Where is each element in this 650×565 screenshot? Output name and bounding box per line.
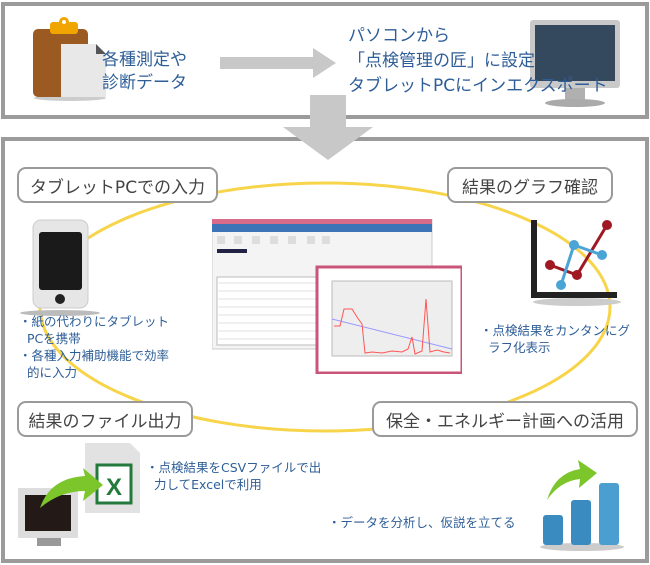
label-maintenance-plan: 保全・エネルギー計画への活用 [372, 401, 638, 437]
target-text: パソコンから 「点検管理の匠」に設定 タブレットPCにインエクスポート [348, 24, 608, 99]
app-screenshot [212, 219, 462, 374]
note-graph: ・点検結果をカンタンにグラフ化表示 [480, 322, 630, 356]
down-arrow-icon [283, 95, 373, 160]
excel-export-icon: X [18, 443, 140, 546]
note-line: ・点検結果をCSVファイルで出力してExcelで利用 [146, 460, 322, 492]
source-line: 各種測定や [102, 50, 187, 70]
note-line: ・各種入力補助機能で効率的に入力 [19, 348, 170, 380]
bar-growth-icon [540, 460, 624, 551]
label-file-output: 結果のファイル出力 [17, 401, 193, 437]
note-line: ・紙の代わりにタブレットPCを携帯 [19, 314, 170, 346]
note-maintenance: ・データを分析し、仮説を立てる [328, 514, 516, 531]
source-line: 診断データ [102, 73, 187, 93]
source-text: 各種測定や 診断データ [102, 49, 187, 95]
note-line: ・点検結果をカンタンにグラフ化表示 [480, 323, 631, 355]
line-graph-icon [531, 220, 621, 306]
label-graph-check: 結果のグラフ確認 [447, 167, 613, 203]
note-file: ・点検結果をCSVファイルで出力してExcelで利用 [146, 459, 326, 493]
note-tablet: ・紙の代わりにタブレットPCを携帯 ・各種入力補助機能で効率的に入力 [19, 313, 179, 381]
right-arrow-icon [220, 48, 336, 78]
target-line: パソコンから [348, 26, 450, 46]
target-line: タブレットPCにインエクスポート [348, 76, 608, 96]
target-line: 「点検管理の匠」に設定 [348, 51, 535, 71]
label-tablet-input: タブレットPCでの入力 [17, 167, 218, 203]
clipboard-icon [33, 17, 106, 101]
tablet-icon [20, 219, 100, 316]
monitor-icon [530, 20, 620, 107]
note-line: ・データを分析し、仮説を立てる [328, 515, 516, 530]
svg-text:X: X [106, 474, 122, 501]
